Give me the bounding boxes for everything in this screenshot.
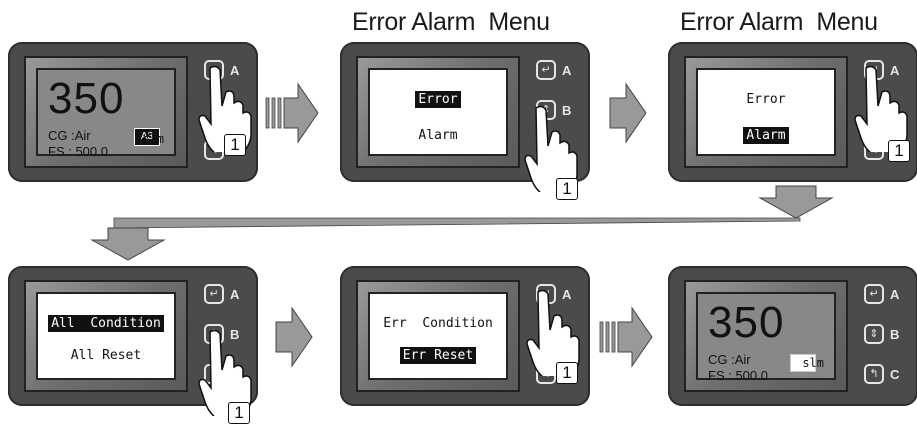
connector-line	[113, 217, 801, 229]
enter-icon: ↵	[209, 287, 219, 300]
flow-value: 350	[708, 298, 785, 347]
gas-label: CG :Air	[48, 128, 91, 143]
gas-label: CG :Air	[708, 352, 751, 367]
press-count-5: 1	[556, 362, 578, 384]
press-count-3: 1	[888, 140, 910, 162]
key-label-a: A	[562, 63, 572, 78]
flow-arrow-1-2	[265, 82, 319, 144]
flow-value: 350	[48, 74, 125, 123]
enter-key[interactable]: ↵	[536, 60, 556, 80]
display-bezel: 350 CG :Air FS : 500.0 A3 slm	[24, 56, 188, 168]
alarm-badge: A3	[134, 128, 160, 146]
key-label-a: A	[230, 287, 240, 302]
pointing-hand-icon	[198, 329, 252, 416]
fullscale-label: FS : 500.0	[708, 368, 768, 383]
press-count-4: 1	[228, 402, 250, 424]
press-count-2: 1	[556, 178, 578, 200]
enter-icon: ↵	[541, 63, 551, 76]
display-screen: Err Condition Err Reset	[368, 292, 508, 380]
pointing-hand-icon	[526, 289, 580, 376]
display-screen: 350 CG :Air FS : 500.0 A3 slm	[36, 68, 176, 159]
display-bezel: 350 CG :Air FS : 500.0 slm	[684, 280, 848, 392]
menu-item-all-reset: All Reset	[70, 348, 142, 363]
menu-item-error: Error	[746, 92, 786, 107]
flow-arrow-down-4	[90, 227, 166, 261]
device-panel-1: 350 CG :Air FS : 500.0 A3 slm ↵ A ↰	[8, 42, 258, 182]
device-panel-6: 350 CG :Air FS : 500.0 slm ↵ A ⇕ B ↰ C	[668, 266, 917, 406]
display-bezel: All Condition All Reset	[24, 280, 188, 392]
step2-title: Error Alarm Menu	[352, 8, 550, 36]
menu-item-alarm: Alarm	[698, 127, 834, 144]
device-panel-5: Err Condition Err Reset ↵ A ↰	[340, 266, 590, 406]
key-label-a: A	[890, 287, 900, 302]
unit-label: slm	[142, 132, 164, 146]
pointing-hand-icon	[524, 105, 578, 192]
pointing-hand-icon	[854, 65, 908, 152]
unit-label: slm	[802, 356, 824, 370]
display-screen: 350 CG :Air FS : 500.0 slm	[696, 292, 836, 383]
up-down-key[interactable]: ⇕	[864, 324, 884, 344]
step3-title: Error Alarm Menu	[680, 8, 878, 36]
pointing-hand-icon	[198, 65, 252, 152]
menu-item-err-condition: Err Condition	[383, 316, 493, 331]
key-label-b: B	[230, 327, 240, 342]
display-screen: Error Alarm	[368, 68, 508, 156]
enter-key[interactable]: ↵	[864, 284, 884, 304]
key-label-c: C	[890, 367, 900, 382]
display-bezel: Err Condition Err Reset	[356, 280, 520, 392]
back-key[interactable]: ↰	[864, 364, 884, 384]
key-label-a: A	[890, 63, 900, 78]
fullscale-label: FS : 500.0	[48, 144, 108, 159]
display-screen: All Condition All Reset	[36, 292, 176, 380]
device-panel-3: Error Alarm ↵ A ↰	[668, 42, 917, 182]
display-bezel: Error Alarm	[684, 56, 848, 168]
menu-item-err-reset: Err Reset	[370, 347, 506, 364]
enter-key[interactable]: ↵	[204, 284, 224, 304]
flow-arrow-down-3	[758, 185, 834, 219]
press-count-1: 1	[224, 134, 246, 156]
enter-icon: ↵	[869, 287, 879, 300]
menu-item-alarm: Alarm	[418, 128, 458, 143]
alarm-indicator-cleared	[790, 354, 816, 372]
key-label-a: A	[230, 63, 240, 78]
flow-arrow-5-6	[599, 306, 653, 368]
key-label-a: A	[562, 287, 572, 302]
menu-item-all-condition: All Condition	[38, 315, 174, 332]
display-bezel: Error Alarm	[356, 56, 520, 168]
key-label-b: B	[890, 327, 900, 342]
up-down-icon: ⇕	[869, 327, 879, 340]
menu-item-error: Error	[370, 91, 506, 108]
back-icon: ↰	[869, 367, 879, 380]
flow-arrow-2-3	[609, 82, 647, 144]
key-label-b: B	[562, 103, 572, 118]
display-screen: Error Alarm	[696, 68, 836, 156]
flow-arrow-4-5	[275, 306, 313, 368]
